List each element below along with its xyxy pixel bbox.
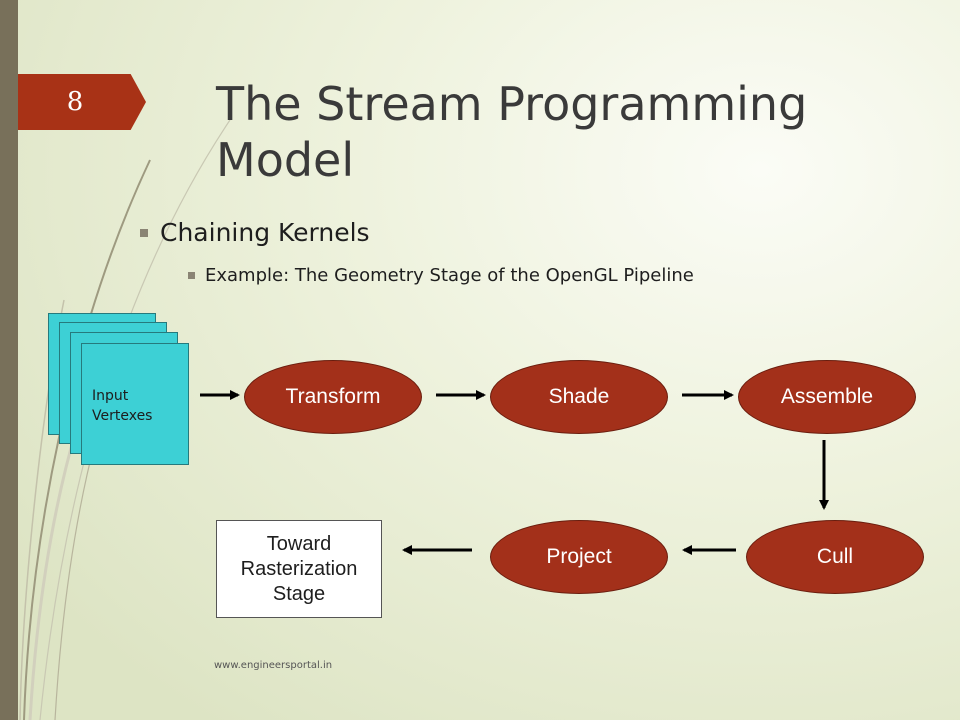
bullet-level1-text: Chaining Kernels [160, 218, 370, 247]
output-rasterization-label: Toward Rasterization Stage [240, 532, 358, 605]
node-transform-label: Transform [285, 385, 381, 408]
input-vertexes-card: Input Vertexes [81, 343, 189, 465]
node-assemble-label: Assemble [780, 385, 874, 408]
node-assemble: Assemble [738, 360, 916, 434]
left-accent-bar [0, 0, 18, 720]
node-project: Project [490, 520, 668, 594]
node-transform: Transform [244, 360, 422, 434]
node-cull: Cull [746, 520, 924, 594]
slide-title: The Stream Programming Model [216, 77, 808, 187]
node-shade: Shade [490, 360, 668, 434]
slide-number: 8 [66, 87, 84, 117]
node-shade-label: Shade [548, 385, 610, 408]
bullet-square-icon [188, 272, 195, 279]
input-vertexes-label: Input Vertexes [92, 388, 153, 424]
bullet-level2-text: Example: The Geometry Stage of the OpenG… [205, 265, 694, 286]
bullet-level1: Chaining Kernels [140, 218, 370, 247]
node-cull-label: Cull [816, 545, 854, 568]
bullet-level2: Example: The Geometry Stage of the OpenG… [188, 265, 694, 286]
slide-number-badge: 8 [18, 74, 146, 130]
output-rasterization-box: Toward Rasterization Stage [216, 520, 382, 618]
bullet-square-icon [140, 228, 148, 237]
node-project-label: Project [546, 545, 612, 568]
footer-url: www.engineersportal.in [214, 660, 333, 671]
